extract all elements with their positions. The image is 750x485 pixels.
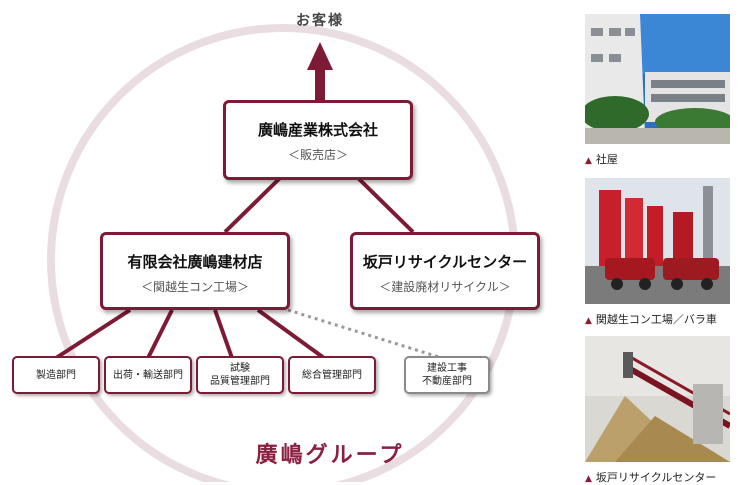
- photo-caption-recycle-center: ▲坂戸リサイクルセンター: [585, 469, 716, 485]
- arrow-head-icon: [307, 42, 333, 70]
- arrow-shaft: [315, 68, 325, 102]
- caption-text: 社屋: [595, 153, 618, 166]
- recycle-center-name: 坂戸リサイクルセンター: [362, 253, 528, 271]
- photo-concrete-plant: [585, 178, 730, 304]
- triangle-bullet-icon: ▲: [585, 316, 592, 326]
- recycle-center-box: 坂戸リサイクルセンター ＜建設廃材リサイクル＞: [350, 232, 540, 310]
- head-company-name: 廣嶋産業株式会社: [257, 121, 378, 139]
- photo-recycle-center: [585, 336, 730, 462]
- line-to-dept-3: [213, 309, 234, 359]
- sub-company-box: 有限会社廣嶋建材店 ＜関越生コン工場＞: [100, 232, 290, 310]
- line-to-external-dept: [287, 308, 443, 360]
- line-to-dept-2: [146, 309, 174, 359]
- line-head-to-recycle: [356, 176, 415, 234]
- line-head-to-sub: [223, 176, 282, 234]
- dept-label: 製造部門: [36, 369, 76, 381]
- photo-caption-office: ▲社屋: [585, 151, 618, 167]
- triangle-bullet-icon: ▲: [585, 156, 592, 166]
- dept-label: 出荷・輸送部門: [113, 369, 183, 381]
- caption-text: 坂戸リサイクルセンター: [595, 471, 717, 484]
- head-company-role: ＜販売店＞: [287, 148, 348, 162]
- customers-label: お客様: [296, 13, 344, 29]
- dept-quality: 試験 品質管理部門: [196, 356, 284, 394]
- sub-company-role: ＜関越生コン工場＞: [140, 280, 249, 294]
- recycle-center-role: ＜建設廃材リサイクル＞: [379, 280, 511, 294]
- dept-label: 試験 品質管理部門: [210, 363, 270, 387]
- dept-manufacturing: 製造部門: [12, 356, 100, 394]
- sub-company-name: 有限会社廣嶋建材店: [127, 253, 263, 271]
- line-to-dept-1: [54, 308, 132, 360]
- group-label: 廣嶋グループ: [255, 443, 405, 468]
- photo-caption-concrete-plant: ▲関越生コン工場／バラ車: [585, 311, 717, 327]
- head-company-box: 廣嶋産業株式会社 ＜販売店＞: [223, 100, 413, 180]
- triangle-bullet-icon: ▲: [585, 474, 592, 484]
- photo-office-building: [585, 14, 730, 144]
- dept-construction-realestate: 建設工事 不動産部門: [404, 356, 490, 394]
- caption-text: 関越生コン工場／バラ車: [595, 313, 717, 326]
- line-to-dept-4: [256, 308, 326, 360]
- dept-label: 建設工事 不動産部門: [422, 363, 472, 387]
- dept-shipping: 出荷・輸送部門: [104, 356, 192, 394]
- dept-label: 総合管理部門: [302, 369, 362, 381]
- dept-admin: 総合管理部門: [288, 356, 376, 394]
